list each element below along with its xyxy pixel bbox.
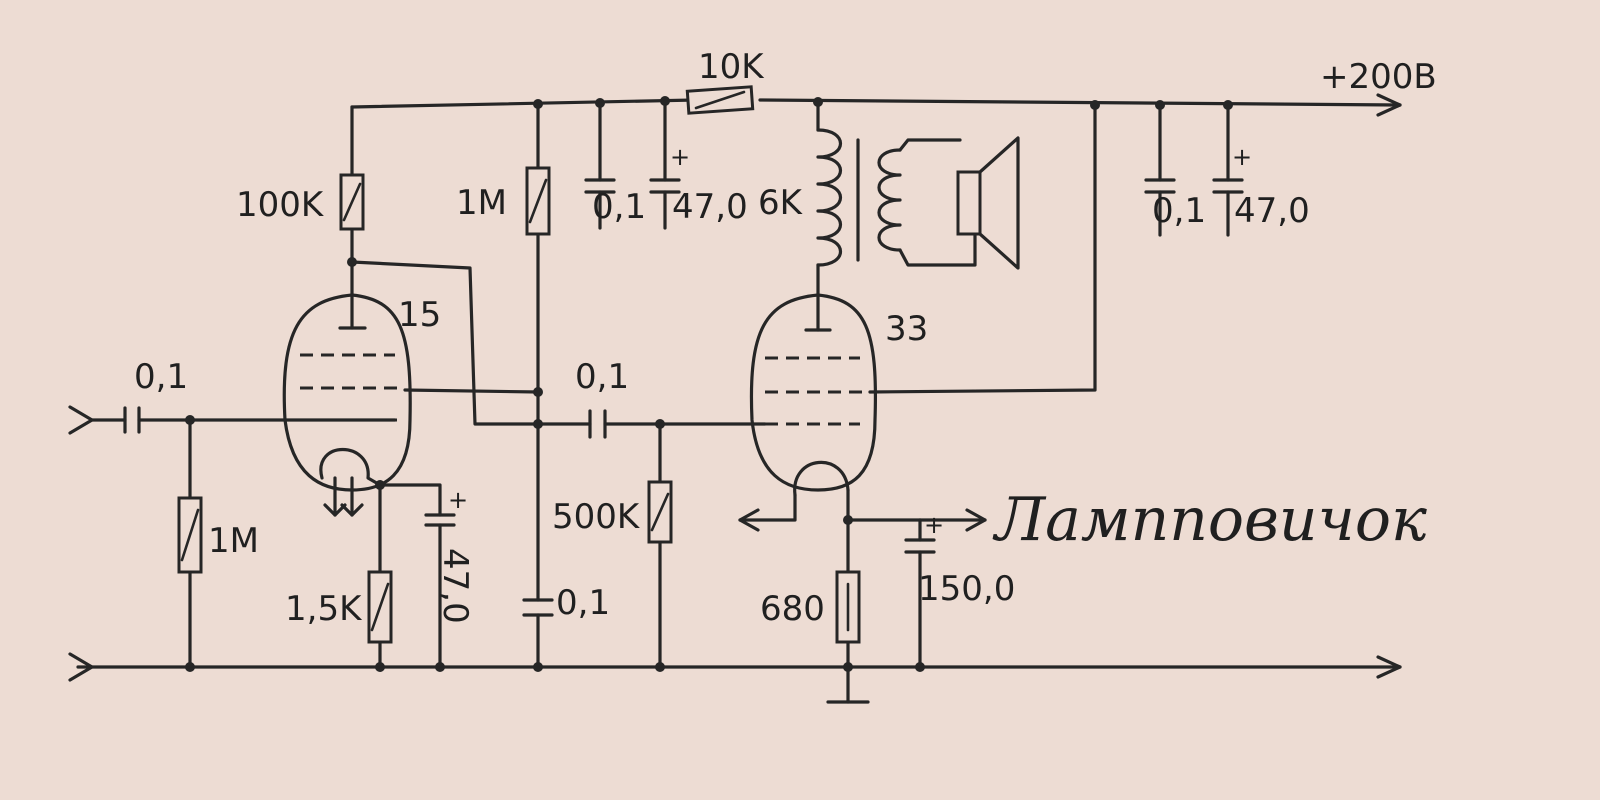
svg-text:+: +: [924, 511, 944, 539]
resistor-10k: [685, 85, 755, 115]
speaker-icon: [956, 136, 1020, 270]
capacitor-filter2-big: [1212, 178, 1244, 194]
label-screen-cap-v1: 0,1: [556, 583, 610, 623]
supply-label: +200B: [1320, 57, 1437, 97]
label-cathode-cap-v2: 150,0: [918, 569, 1015, 609]
junction-dots: [185, 96, 1233, 672]
capacitor-screen-v1: [522, 598, 554, 617]
tube-v1: [282, 293, 412, 517]
label-input-cap: 0,1: [134, 357, 188, 397]
tube-v1-label: 15: [398, 295, 441, 335]
svg-text:+: +: [1232, 143, 1252, 171]
resistor-500k: [647, 480, 673, 544]
resistor-1m-grid: [177, 496, 203, 574]
resistor-680: [835, 570, 861, 644]
polarity-marks: + + + +: [448, 143, 1252, 539]
label-filter2-small: 0,1: [1152, 191, 1206, 231]
label-filter1-big: 47,0: [672, 187, 748, 227]
output-transformer: [816, 128, 977, 267]
resistor-100k: [339, 173, 365, 231]
labels: +200B 10K 100K 1M 0,1 47,0 6K 0,1 47,0 1…: [134, 47, 1437, 629]
capacitor-coupling: [588, 409, 607, 439]
label-1-5k: 1,5K: [285, 589, 363, 629]
tube-v2-label: 33: [885, 309, 928, 349]
capacitor-filter1-big: [649, 178, 681, 194]
label-1m-screen: 1M: [456, 183, 507, 223]
resistor-1m-screen: [525, 166, 551, 236]
label-10k: 10K: [698, 47, 765, 87]
label-680: 680: [760, 589, 825, 629]
label-1m-grid: 1M: [208, 521, 259, 561]
capacitor-filter1-small: [584, 178, 616, 194]
capacitor-cathode-v2: [904, 538, 936, 554]
capacitor-input: [123, 406, 141, 434]
label-100k: 100K: [236, 185, 325, 225]
resistor-1-5k: [367, 570, 393, 644]
label-coupling-cap: 0,1: [575, 357, 629, 397]
label-500k: 500K: [552, 497, 641, 537]
svg-text:+: +: [670, 143, 690, 171]
svg-text:+: +: [448, 486, 468, 514]
label-cathode-cap-v1: 47,0: [435, 548, 475, 624]
capacitor-filter2-small: [1144, 178, 1176, 194]
title-signature: Лампповичок: [992, 485, 1427, 555]
capacitor-cathode-v1: [424, 513, 456, 527]
wiring: [68, 93, 1402, 704]
label-filter1-small: 0,1: [592, 187, 646, 227]
label-6k: 6K: [758, 183, 804, 223]
tube-v2: [749, 293, 878, 497]
label-filter2-big: 47,0: [1234, 191, 1310, 231]
